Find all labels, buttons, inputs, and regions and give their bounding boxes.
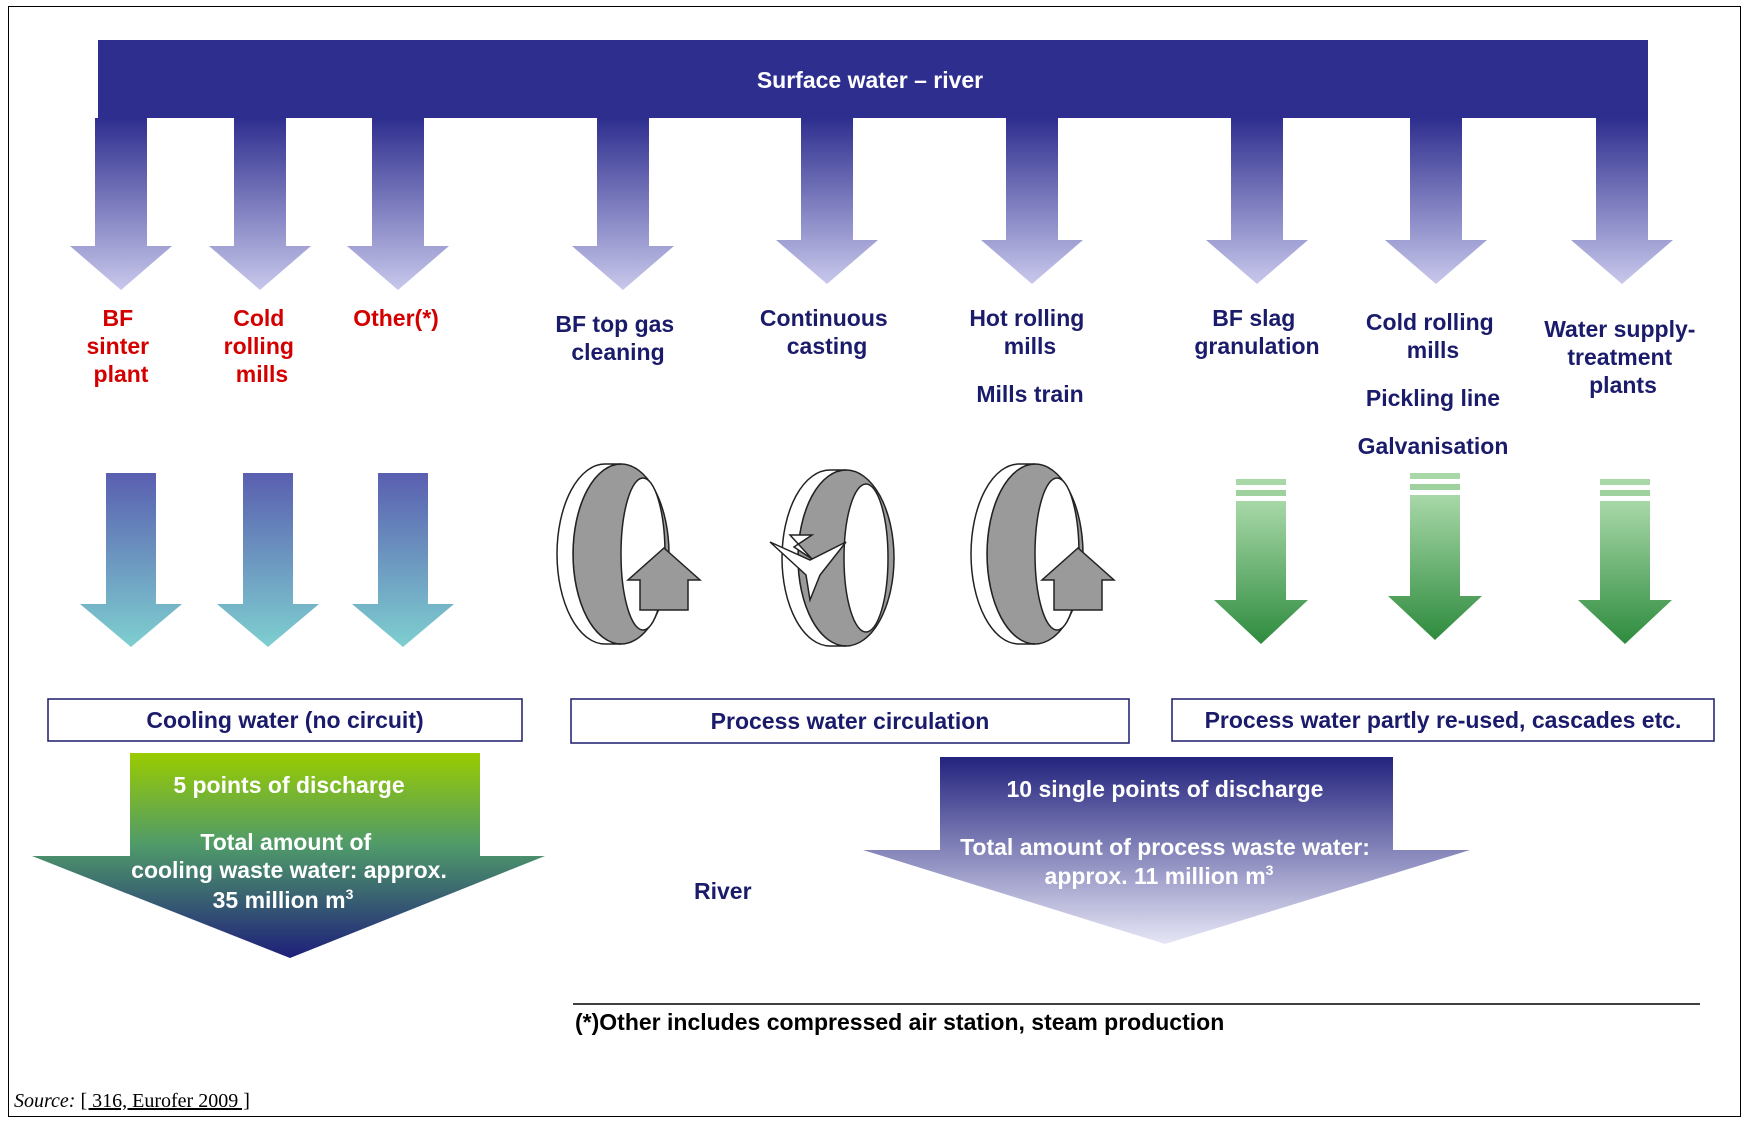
source-prefix: Source: [14, 1090, 76, 1112]
unit-label-pickling-line: Pickling line [1366, 385, 1500, 411]
source-citation: Source: [ 316, Eurofer 2009 ] [14, 1090, 250, 1113]
figure-frame [8, 6, 1741, 1117]
unit-label-cold-rolling: Cold rolling mills [224, 305, 301, 387]
process-water-box-label: Process water circulation [711, 708, 990, 734]
intake-arrow-cold-rolling-reuse [1385, 118, 1487, 284]
unit-label-continuous-casting: Continuous casting [760, 305, 894, 359]
unit-label-bf-top-gas: BF top gas cleaning [555, 311, 680, 365]
cooling-arrow-3 [352, 473, 454, 647]
cooling-discharge-amount: Total amount of cooling waste water: app… [131, 829, 447, 883]
intake-arrow-hot-rolling [981, 118, 1083, 284]
source-reference-link[interactable]: [ 316, Eurofer 2009 ] [80, 1090, 250, 1112]
process-discharge-volume: approx. 11 million m3 [1045, 862, 1274, 889]
process-discharge-amount: Total amount of process waste water: [960, 834, 1370, 860]
unit-label-mills-train: Mills train [976, 381, 1083, 407]
unit-label-bf-slag: BF slag granulation [1194, 305, 1319, 359]
cooling-arrow-2 [217, 473, 319, 647]
unit-label-galvanisation: Galvanisation [1358, 433, 1509, 459]
circulation-icon-2 [769, 469, 895, 647]
circulation-icon-1 [556, 463, 702, 645]
reuse-arrow-3 [1578, 479, 1672, 644]
reuse-arrow-1 [1214, 479, 1308, 644]
intake-arrows [70, 118, 1673, 290]
process-water-box [570, 698, 1130, 744]
unit-label-other: Other(*) [353, 305, 439, 331]
circulation-icon-3 [970, 463, 1116, 645]
surface-water-label: Surface water – river [757, 67, 983, 93]
reuse-unit-labels: BF slag granulation Cold rolling mills P… [1194, 305, 1702, 459]
unit-label-bf-sinter: BF sinter plant [86, 305, 155, 387]
river-label: River [694, 878, 752, 904]
intake-arrow-bf-top-gas [572, 118, 674, 290]
surface-water-bar [98, 40, 1648, 118]
reuse-arrow-2 [1388, 473, 1482, 640]
process-discharge-points: 10 single points of discharge [1007, 776, 1324, 802]
reuse-water-box [1171, 698, 1715, 742]
intake-arrow-other [347, 118, 449, 290]
unit-label-cold-rolling-reuse: Cold rolling mills [1366, 309, 1500, 363]
cooling-discharge-arrow [32, 753, 545, 958]
cooling-discharge-points: 5 points of discharge [173, 772, 404, 798]
intake-arrow-water-supply [1571, 118, 1673, 284]
intake-arrow-continuous-casting [776, 118, 878, 284]
footnote-text: (*)Other includes compressed air station… [575, 1009, 1224, 1035]
unit-label-hot-rolling: Hot rolling mills [969, 305, 1090, 359]
cooling-water-box [47, 698, 523, 742]
intake-arrow-bf-sinter [70, 118, 172, 290]
process-unit-labels: BF top gas cleaning Continuous casting H… [555, 305, 1090, 407]
cooling-arrow-1 [80, 473, 182, 647]
intake-arrow-bf-slag [1206, 118, 1308, 284]
unit-label-water-supply: Water supply- treatment plants [1544, 316, 1702, 398]
cooling-arrows [80, 473, 454, 647]
cooling-discharge-volume: 35 million m3 [213, 886, 354, 913]
intake-arrow-cold-rolling [209, 118, 311, 290]
process-discharge-arrow [863, 757, 1470, 944]
cooling-unit-labels: BF sinter plant Cold rolling mills Other… [86, 305, 438, 387]
reuse-arrows [1214, 473, 1672, 644]
cooling-water-box-label: Cooling water (no circuit) [146, 707, 423, 733]
reuse-water-box-label: Process water partly re-used, cascades e… [1205, 707, 1682, 733]
